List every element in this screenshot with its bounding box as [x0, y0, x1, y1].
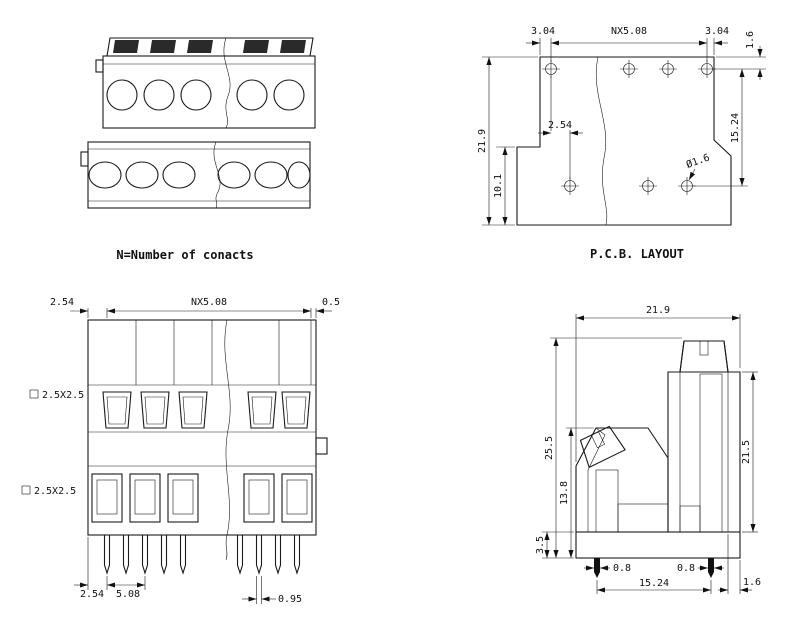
- dim-front-wall: 0.5: [322, 297, 340, 308]
- dim-front-pin-pitch: 5.08: [116, 589, 140, 600]
- section-rear-screw-shank: [699, 373, 723, 533]
- pcb-dimensions: 3.04 NX5.08 3.04 1.6 21.9 10.1 2.54 15.2…: [477, 26, 766, 226]
- section-pin-front: [594, 558, 600, 578]
- oblique-caption: N=Number of conacts: [116, 248, 253, 262]
- dim-pcb-margin-left: 3.04: [531, 26, 555, 37]
- section-view: 21.9 25.5 13.8 3.5 21.5 0.8 0.8 1: [535, 305, 761, 594]
- dim-front-pitch: NX5.08: [191, 297, 227, 308]
- dim-section-front-height: 13.8: [559, 481, 570, 505]
- dim-section-overall-width: 21.9: [646, 305, 670, 316]
- dim-section-base-thickness: 3.5: [535, 536, 546, 554]
- front-bottom-dimensions: 2.54 5.08 0.95: [74, 537, 302, 605]
- section-front-screw: [579, 425, 626, 469]
- section-pin-rear: [708, 558, 714, 578]
- dim-section-wall: 1.6: [743, 577, 761, 588]
- oblique-view: [80, 37, 316, 209]
- dim-front-lower-window: 2.5X2.5: [34, 486, 76, 497]
- dim-pcb-row-spacing: 15.24: [730, 113, 741, 143]
- section-rear-screw-slot: [699, 340, 709, 356]
- section-rear-screw-head: [679, 340, 729, 373]
- dim-front-edge-offset: 2.54: [50, 297, 74, 308]
- break-line: [595, 56, 608, 226]
- dim-pcb-pitch: NX5.08: [611, 26, 647, 37]
- dim-section-rear-height: 21.5: [741, 440, 752, 464]
- oblique-upper-housing: [95, 37, 316, 129]
- pcb-caption: P.C.B. LAYOUT: [590, 247, 684, 261]
- front-upper-windows: [102, 391, 311, 429]
- pcb-layout-view: 3.04 NX5.08 3.04 1.6 21.9 10.1 2.54 15.2…: [477, 26, 766, 226]
- dim-pcb-row-offset: 2.54: [548, 120, 572, 131]
- front-lower-windows: [91, 473, 313, 523]
- oblique-lower-housing: [80, 141, 311, 209]
- pcb-holes-top-row: [542, 60, 716, 78]
- front-top-dimensions: 2.54 NX5.08 0.5: [50, 297, 340, 318]
- section-base: [575, 531, 741, 559]
- front-pins: [103, 535, 301, 575]
- dim-front-pin-width: 0.95: [278, 594, 302, 605]
- pcb-outline: [516, 56, 732, 226]
- dim-pcb-hole-diameter: Ø1.6: [685, 151, 712, 171]
- front-view: 2.5X2.5 2.5X2.5 2.54 NX5.08 0.5 2.54 5.0…: [21, 297, 340, 605]
- front-body: [87, 319, 328, 536]
- square-symbol: [21, 485, 31, 495]
- front-window-callouts: 2.5X2.5 2.5X2.5: [21, 389, 84, 497]
- pcb-holes-bottom-row: [561, 177, 696, 195]
- break-line: [224, 319, 231, 561]
- dim-front-pin-offset: 2.54: [80, 589, 104, 600]
- dim-section-overall-height: 25.5: [544, 436, 555, 460]
- square-symbol: [29, 389, 39, 399]
- dim-pcb-hole-edge-offset: 1.6: [745, 31, 756, 49]
- dim-pcb-lower-height: 10.1: [493, 174, 504, 198]
- dim-section-pin-spacing: 15.24: [639, 578, 669, 589]
- dim-pcb-margin-right: 3.04: [705, 26, 729, 37]
- break-line: [213, 141, 221, 209]
- dim-section-pin-width-rear: 0.8: [677, 563, 695, 574]
- section-front-terminal: [575, 425, 669, 533]
- break-line: [223, 37, 231, 129]
- section-dimensions: 21.9 25.5 13.8 3.5 21.5 0.8 0.8 1: [535, 305, 761, 594]
- dim-front-upper-window: 2.5X2.5: [42, 390, 84, 401]
- dim-section-pin-width-front: 0.8: [613, 563, 631, 574]
- dim-pcb-overall-height: 21.9: [477, 129, 488, 153]
- section-rear-terminal: [667, 340, 741, 533]
